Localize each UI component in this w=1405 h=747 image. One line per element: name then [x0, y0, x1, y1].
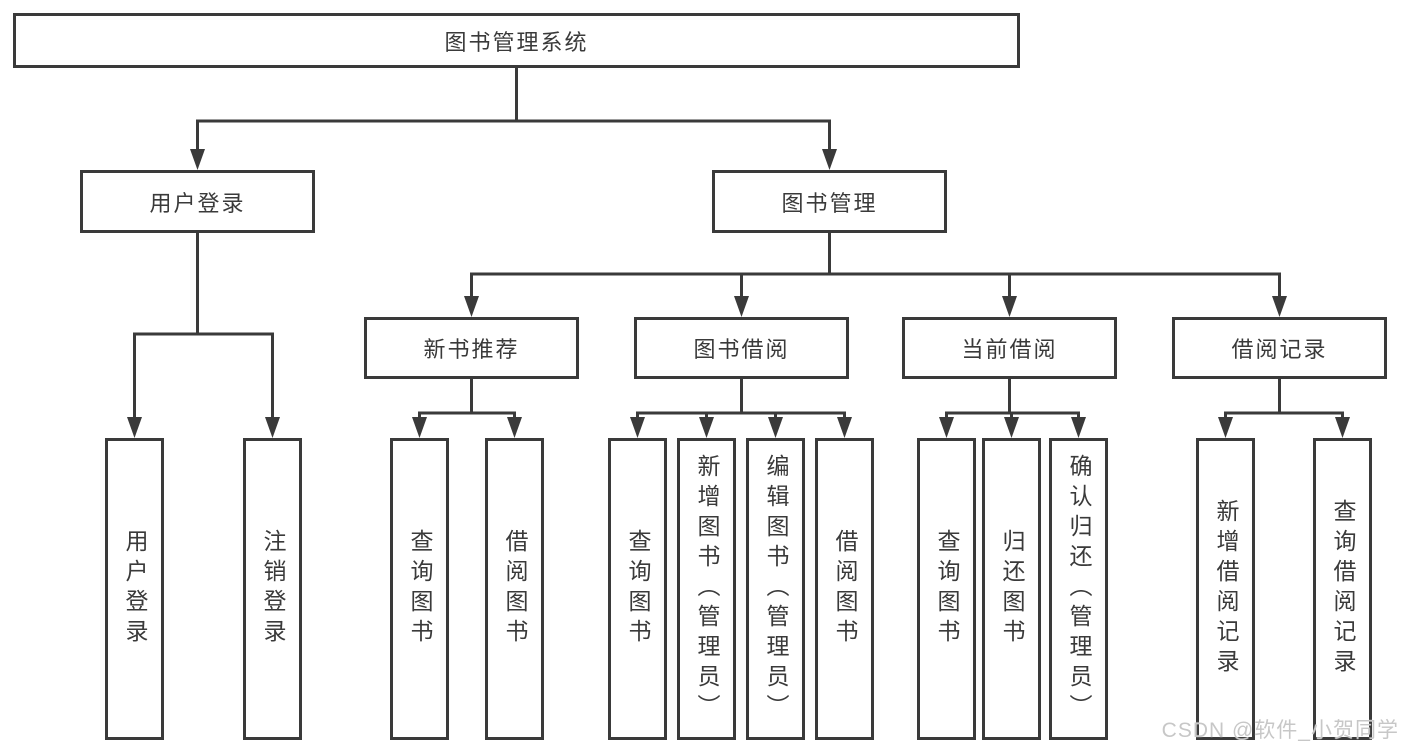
leaf-query-books-current: 查询图书	[917, 438, 976, 740]
leaf-edit-books-admin: 编辑图书（管理员）	[746, 438, 805, 740]
node-borrow-records: 借阅记录	[1172, 317, 1387, 379]
leaf-user-login-label: 用户登录	[122, 529, 148, 649]
leaf-logout: 注销登录	[243, 438, 302, 740]
leaf-borrow-books-label: 借阅图书	[832, 529, 858, 649]
leaf-add-borrow-record: 新增借阅记录	[1196, 438, 1255, 740]
leaf-add-books-admin: 新增图书（管理员）	[677, 438, 736, 740]
node-new-book-recommend: 新书推荐	[364, 317, 579, 379]
leaf-user-login: 用户登录	[105, 438, 164, 740]
leaf-borrow-books: 借阅图书	[815, 438, 874, 740]
leaf-logout-label: 注销登录	[260, 529, 286, 649]
leaf-query-borrow-record: 查询借阅记录	[1313, 438, 1372, 740]
leaf-query-books-borrow-label: 查询图书	[625, 529, 651, 649]
leaf-confirm-return-admin-label: 确认归还（管理员）	[1066, 454, 1092, 724]
node-book-borrow-label: 图书借阅	[693, 337, 790, 362]
leaf-borrow-books-recommend-label: 借阅图书	[502, 529, 528, 649]
node-book-management: 图书管理	[712, 170, 947, 233]
leaf-query-books-current-label: 查询图书	[934, 529, 960, 649]
node-book-management-label: 图书管理	[781, 190, 878, 216]
node-new-book-recommend-label: 新书推荐	[423, 337, 520, 362]
leaf-return-books-label: 归还图书	[999, 529, 1025, 649]
arrowheads	[127, 149, 1350, 438]
leaf-query-books-recommend: 查询图书	[390, 438, 449, 740]
node-user-login: 用户登录	[80, 170, 315, 233]
node-root-system: 图书管理系统	[13, 13, 1020, 68]
leaf-borrow-books-recommend: 借阅图书	[485, 438, 544, 740]
node-user-login-label: 用户登录	[149, 190, 246, 216]
leaf-return-books: 归还图书	[982, 438, 1041, 740]
csdn-watermark: CSDN @软件_小贺同学	[1161, 719, 1399, 742]
leaf-query-books-borrow: 查询图书	[608, 438, 667, 740]
leaf-query-borrow-record-label: 查询借阅记录	[1330, 499, 1356, 679]
node-book-borrow: 图书借阅	[634, 317, 849, 379]
leaf-add-books-admin-label: 新增图书（管理员）	[694, 454, 720, 724]
leaf-query-books-recommend-label: 查询图书	[407, 529, 433, 649]
leaf-confirm-return-admin: 确认归还（管理员）	[1049, 438, 1108, 740]
leaf-add-borrow-record-label: 新增借阅记录	[1213, 499, 1239, 679]
node-root-label: 图书管理系统	[444, 29, 589, 55]
node-current-borrow: 当前借阅	[902, 317, 1117, 379]
node-current-borrow-label: 当前借阅	[961, 337, 1058, 362]
leaf-edit-books-admin-label: 编辑图书（管理员）	[763, 454, 789, 724]
node-borrow-records-label: 借阅记录	[1231, 337, 1328, 362]
